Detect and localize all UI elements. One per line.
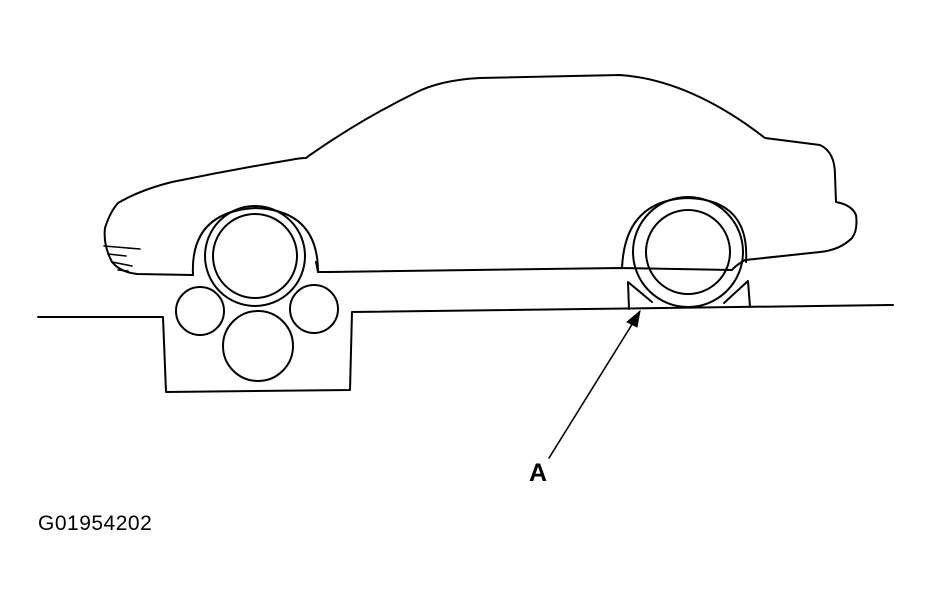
- front-wheel-arch: [191, 207, 319, 276]
- rear-wheel-tire: [632, 196, 744, 308]
- callout-arrowhead: [626, 309, 641, 328]
- pit-roller-center: [222, 310, 294, 382]
- front-wheel-rim: [212, 213, 298, 299]
- wheel-chock-front: [627, 281, 653, 310]
- car-body-outline: [103, 74, 858, 276]
- figure-id: G01954202: [38, 512, 153, 535]
- pit-roller-left: [175, 286, 225, 336]
- rear-wheel-arch: [621, 197, 748, 269]
- pit-roller-right: [289, 284, 339, 334]
- front-grille-detail: [103, 245, 141, 272]
- callout-label-a: A: [529, 459, 548, 487]
- front-wheel-tire: [204, 205, 306, 307]
- wheel-chock-rear: [723, 280, 751, 308]
- callout-arrow-line: [548, 317, 637, 459]
- rear-wheel-rim: [645, 209, 731, 295]
- ground-line-with-pit: [37, 304, 894, 393]
